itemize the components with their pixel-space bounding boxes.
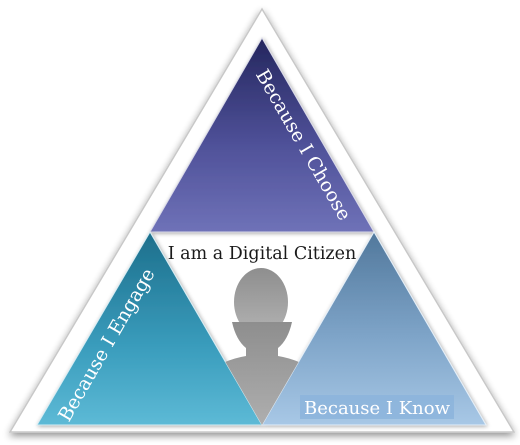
- label-because-i-know: Because I Know: [304, 398, 451, 419]
- segment-left-because-i-engage: [36, 231, 263, 426]
- center-title: I am a Digital Citizen: [168, 244, 357, 264]
- segment-top-because-i-choose: [149, 36, 375, 233]
- segment-right-because-i-know: [261, 231, 487, 426]
- label-box-because-i-know: [300, 395, 454, 419]
